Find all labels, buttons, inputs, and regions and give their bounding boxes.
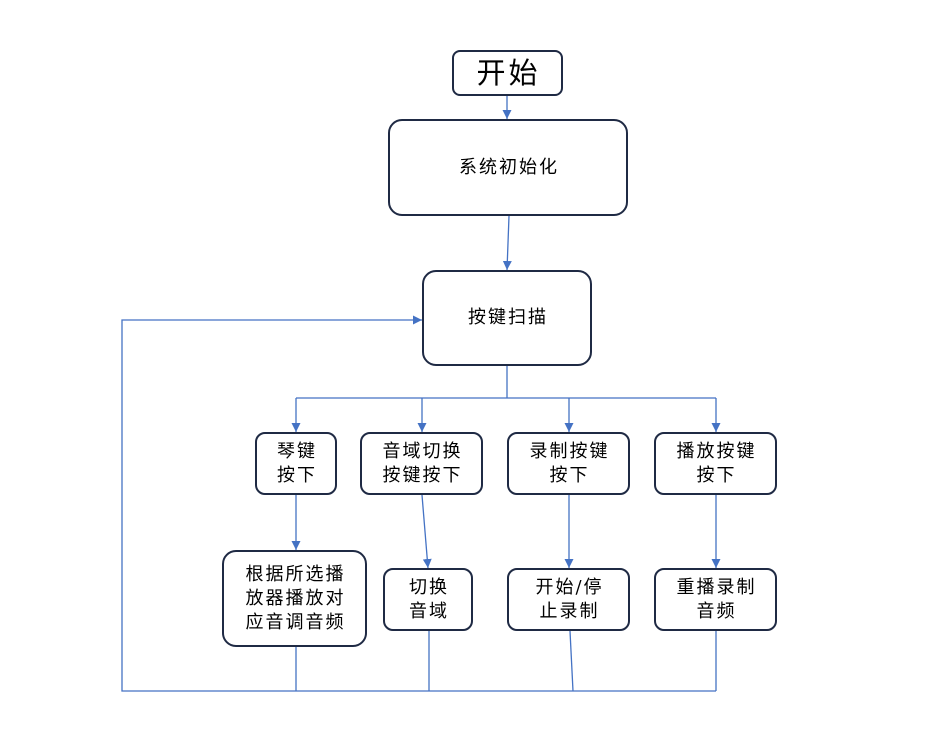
node-switch-range-line-2: 音域 — [409, 600, 449, 622]
node-range-switch-key-pressed-line-2: 按键按下 — [382, 464, 463, 486]
line-a3-return — [569, 630, 574, 692]
node-switch-range-line-1: 切换 — [409, 576, 449, 598]
arrow-init-to-scan — [502, 215, 512, 271]
node-play-key-pressed-line-1: 播放按键 — [676, 440, 757, 462]
node-range-switch-key-pressed: 音域切换 按键按下 — [360, 432, 483, 495]
node-play-key-pressed-line-2: 按下 — [696, 464, 737, 486]
node-record-key-pressed-line-2: 按下 — [549, 464, 590, 486]
arrow-k2-to-a2 — [421, 494, 432, 569]
node-replay-recording-line-1: 重播录制 — [676, 576, 757, 598]
node-play-tone-audio: 根据所选播 放器播放对 应音调音频 — [222, 550, 367, 647]
node-replay-recording-line-2: 音频 — [696, 600, 737, 622]
node-play-tone-audio-line-3: 应音调音频 — [245, 611, 346, 633]
arrow-loop-back-to-scan — [121, 315, 716, 692]
node-start: 开始 — [452, 50, 563, 96]
node-play-key-pressed: 播放按键 按下 — [654, 432, 777, 495]
node-start-label: 开始 — [476, 56, 541, 90]
node-system-init: 系统初始化 — [388, 119, 628, 216]
node-key-scan-label: 按键扫描 — [468, 307, 548, 328]
node-piano-key-pressed: 琴键 按下 — [255, 432, 337, 495]
node-play-tone-audio-line-1: 根据所选播 — [245, 563, 346, 585]
node-switch-range: 切换 音域 — [383, 568, 473, 631]
node-record-key-pressed-line-1: 录制按键 — [529, 440, 610, 462]
node-start-stop-recording-line-1: 开始/停 — [535, 576, 604, 598]
node-record-key-pressed: 录制按键 按下 — [507, 432, 630, 495]
node-range-switch-key-pressed-line-1: 音域切换 — [382, 440, 463, 462]
node-play-tone-audio-line-2: 放器播放对 — [245, 587, 346, 609]
node-start-stop-recording-line-2: 止录制 — [539, 600, 600, 622]
node-piano-key-pressed-line-1: 琴键 — [277, 440, 317, 462]
node-system-init-label: 系统初始化 — [459, 156, 559, 178]
node-piano-key-pressed-line-2: 按下 — [277, 464, 317, 486]
node-key-scan: 按键扫描 — [422, 270, 592, 366]
node-start-stop-recording: 开始/停 止录制 — [507, 568, 630, 631]
node-replay-recording: 重播录制 音频 — [654, 568, 777, 631]
